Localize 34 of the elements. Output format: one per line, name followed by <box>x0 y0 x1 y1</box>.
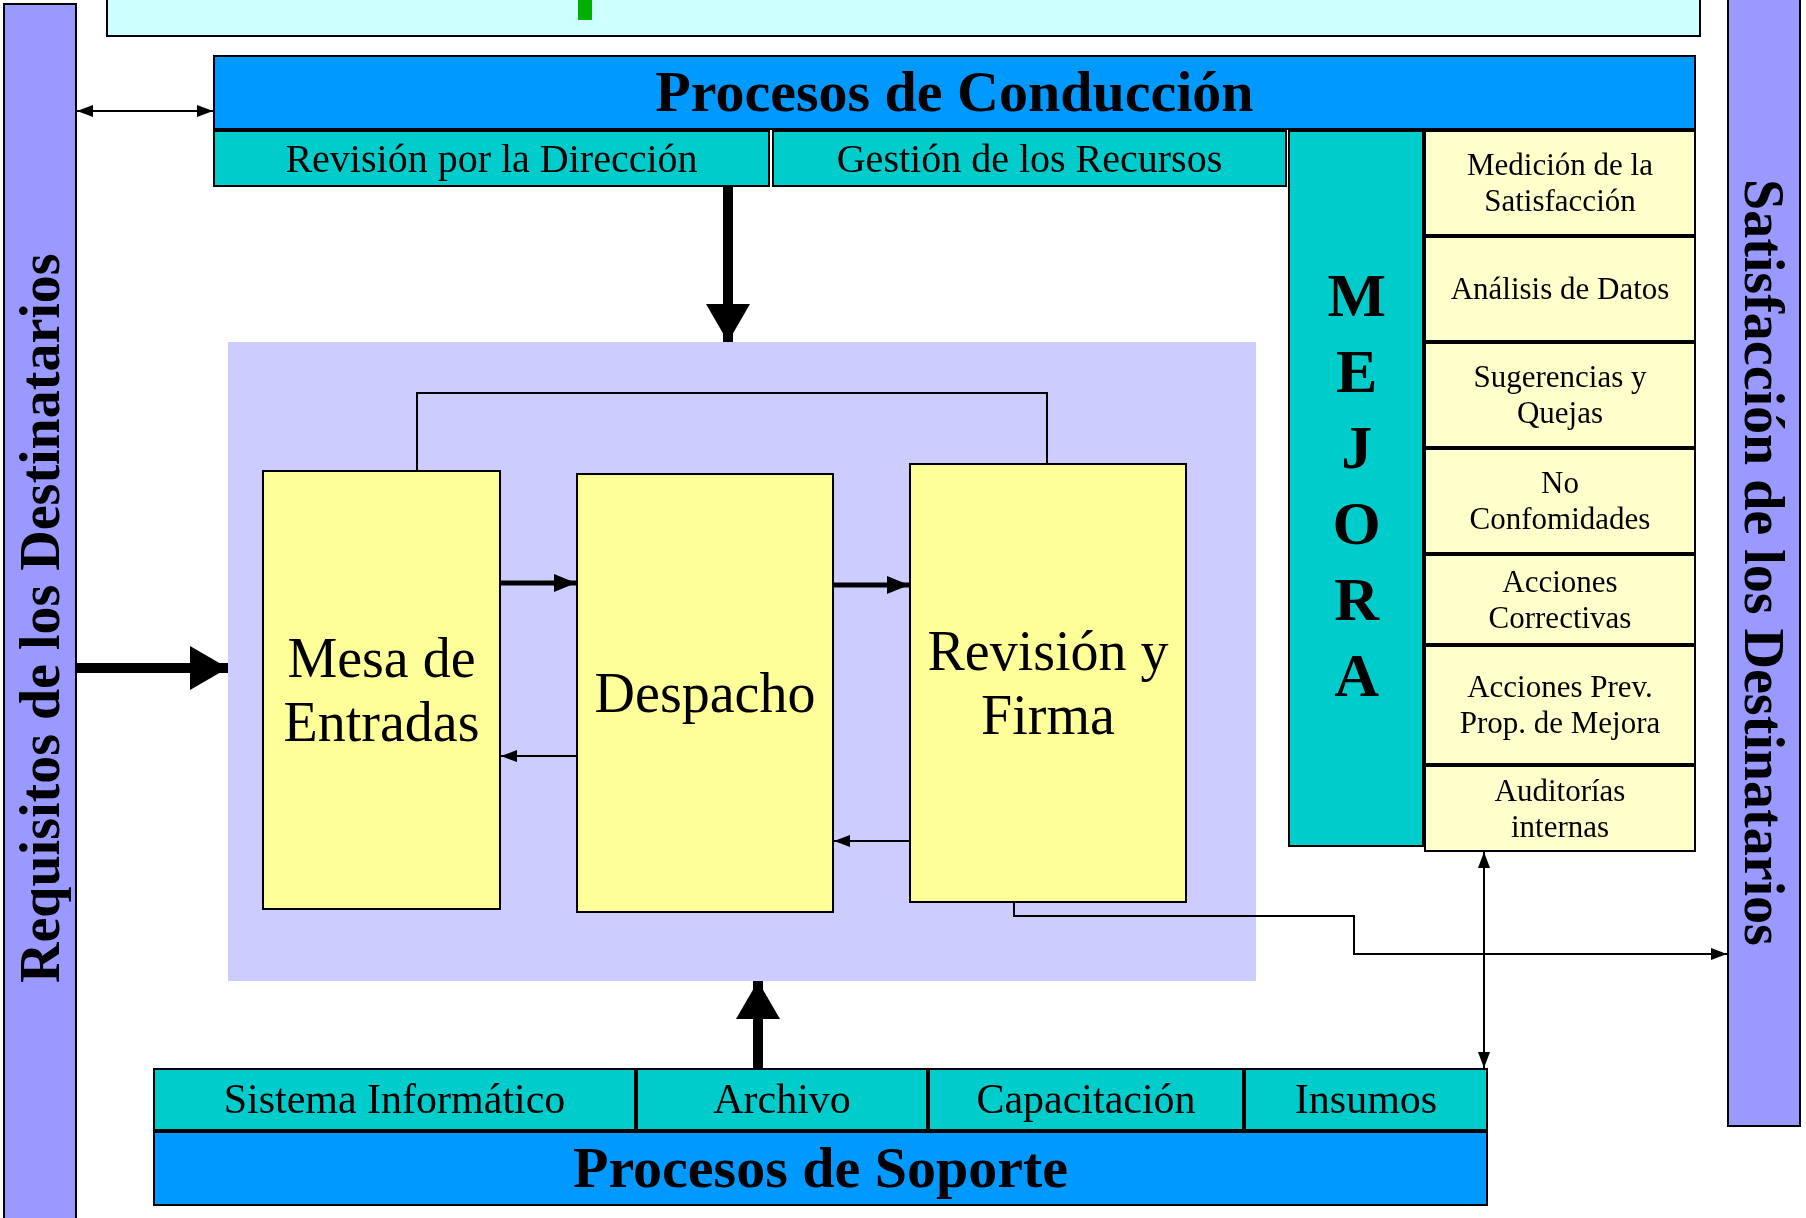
process-box: Despacho <box>576 473 834 913</box>
list-box: Auditorías internas <box>1424 765 1696 852</box>
process-box: Archivo <box>636 1068 928 1131</box>
arrow <box>736 981 780 1068</box>
arrow <box>77 646 228 690</box>
list-box: Acciones Correctivas <box>1424 554 1696 645</box>
arrow <box>706 187 750 342</box>
process-box: Revisión y Firma <box>909 463 1187 903</box>
process-box: Insumos <box>1244 1068 1488 1131</box>
list-box: Sugerencias y Quejas <box>1424 342 1696 448</box>
double-arrow <box>1478 851 1490 1069</box>
header-band: Procesos de Conducción <box>213 55 1696 130</box>
side-bar: Satisfacción de los Destinatarios <box>1727 0 1801 1127</box>
process-box: Revisión por la Dirección <box>213 130 770 187</box>
arrow <box>501 574 576 592</box>
arrow <box>1013 902 1728 960</box>
connector-line <box>416 392 1048 471</box>
process-box: Gestión de los Recursos <box>772 130 1287 187</box>
list-box: Análisis de Datos <box>1424 236 1696 342</box>
process-box: Capacitación <box>928 1068 1244 1131</box>
process-box: Mesa de Entradas <box>262 470 501 910</box>
footer-band: Procesos de Soporte <box>153 1131 1488 1206</box>
arrow <box>500 750 577 762</box>
side-bar: Requisitos de los Destinatarios <box>3 3 77 1218</box>
process-area <box>228 342 1256 981</box>
arrow <box>834 576 909 594</box>
arrow <box>833 835 910 847</box>
list-box: Medición de la Satisfacción <box>1424 130 1696 236</box>
double-arrow <box>76 105 214 117</box>
process-box: Sistema Informático <box>153 1068 636 1131</box>
vertical-band: MEJORA <box>1288 130 1424 847</box>
banner-box <box>106 0 1701 37</box>
list-box: Acciones Prev. Prop. de Mejora <box>1424 645 1696 765</box>
list-box: No Confomidades <box>1424 448 1696 554</box>
